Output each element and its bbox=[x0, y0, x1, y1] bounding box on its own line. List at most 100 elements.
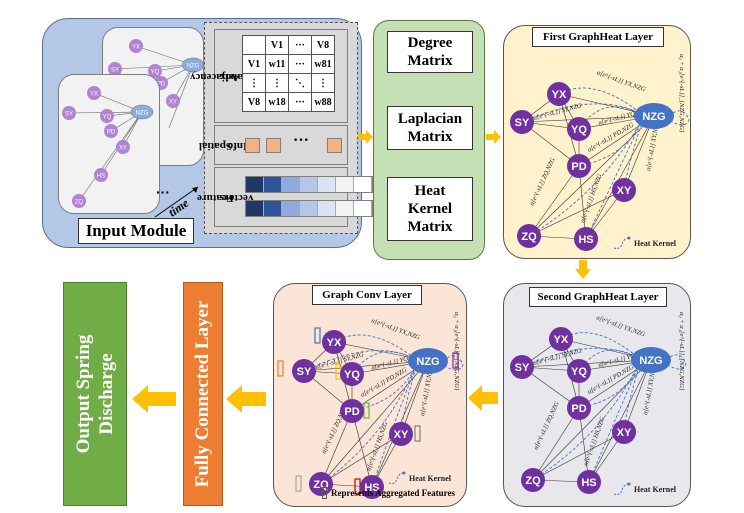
svg-text:XY: XY bbox=[169, 100, 177, 106]
node-nzg: NZG bbox=[631, 347, 671, 373]
node-label: SY bbox=[297, 366, 312, 378]
second-graphheat-layer: Second GraphHeat Layer α[e^{-sL}] YX,NZG… bbox=[503, 283, 691, 507]
svg-text:PD: PD bbox=[157, 82, 166, 88]
node-label: SY bbox=[515, 362, 530, 374]
edge-xy-zq bbox=[528, 189, 625, 237]
heat-kernel-legend-dot bbox=[627, 482, 631, 486]
aggregated-feature-nzg bbox=[452, 352, 459, 369]
heat-kernel-legend-icon bbox=[388, 472, 405, 484]
node-xy: XY bbox=[389, 422, 413, 446]
node-label: PD bbox=[571, 403, 586, 415]
feature-cell bbox=[354, 177, 372, 192]
node-label: NZG bbox=[642, 111, 665, 123]
feature-cell bbox=[318, 177, 336, 192]
node-label: YQ bbox=[571, 124, 587, 136]
heat-kernel-legend-text: Heat Kernel bbox=[634, 485, 677, 494]
input-module-label: Input Module bbox=[78, 218, 194, 244]
edge-hs-nzg bbox=[585, 115, 655, 240]
edge-pd-hs bbox=[351, 410, 373, 488]
node-yx: YX bbox=[549, 327, 573, 351]
feature-cell bbox=[300, 177, 318, 192]
node-label: PD bbox=[344, 406, 359, 418]
snapshot-node-nzg: NZG bbox=[181, 57, 205, 73]
node-label: XY bbox=[394, 429, 409, 441]
time-ellipsis: ··· bbox=[156, 184, 170, 200]
snapshot-node-hs: HS bbox=[94, 168, 108, 182]
node-label: YX bbox=[327, 337, 342, 349]
snapshot-node-yq: YQ bbox=[148, 64, 162, 78]
self-kernel-formula-label: α₀ + α₁[e^{-sL}]_{NZG,NZG} bbox=[678, 312, 685, 391]
aggregated-features-legend: Represents Aggregated Features bbox=[322, 487, 455, 499]
feature-cell bbox=[282, 201, 300, 216]
edge-sy-pd bbox=[521, 121, 580, 167]
heat-kernel-legend-dot bbox=[627, 236, 631, 240]
node-label: XY bbox=[617, 185, 632, 197]
spatial-square bbox=[266, 138, 281, 153]
edge-pd-hs bbox=[578, 407, 590, 483]
feature-cell bbox=[282, 177, 300, 192]
heat-kernel-zq bbox=[532, 359, 642, 481]
self-kernel-formula-label: α₀ + α₁[e^{-sL}]_{NZG,NZG} bbox=[678, 54, 685, 133]
feature-vector bbox=[245, 176, 373, 193]
svg-text:NZG: NZG bbox=[187, 64, 200, 70]
feature-cell bbox=[246, 177, 264, 192]
heat-kernel-legend: Heat Kernel bbox=[388, 471, 452, 484]
heat-kernel-zq bbox=[528, 115, 645, 237]
node-nzg: NZG bbox=[634, 103, 674, 129]
node-label: YX bbox=[552, 89, 567, 101]
aggregated-feature-bars bbox=[277, 327, 459, 495]
aggregated-feature-yx bbox=[314, 327, 321, 344]
edge-pd-zq bbox=[532, 407, 580, 481]
node-yq: YQ bbox=[567, 117, 591, 141]
adjacency-row: ⋮⋮⋱⋮ bbox=[242, 73, 335, 93]
node-label: YQ bbox=[571, 366, 587, 378]
heat-kernel-sy bbox=[303, 350, 419, 372]
node-yq: YQ bbox=[567, 359, 591, 383]
conv-layer-title: Graph Conv Layer bbox=[312, 285, 422, 305]
node-zq: ZQ bbox=[309, 472, 333, 496]
snapshot-node-yx: YX bbox=[87, 86, 101, 100]
self-kernel-formula-label: α₀ + α₁[e^{-sL}]_{NZG,NZG} bbox=[453, 312, 460, 391]
node-hs: HS bbox=[574, 227, 598, 251]
edge-sy-nzg bbox=[521, 115, 655, 123]
snapshot-node-sy: SY bbox=[62, 106, 76, 120]
time-arrow-line bbox=[154, 186, 199, 218]
svg-text:ZQ: ZQ bbox=[75, 200, 84, 206]
svg-text:SY: SY bbox=[65, 112, 73, 118]
svg-text:HS: HS bbox=[97, 174, 105, 180]
feature-cell bbox=[336, 201, 354, 216]
aggregated-feature-legend-icon bbox=[322, 487, 327, 499]
node-label: NZG bbox=[416, 356, 439, 368]
node-label: ZQ bbox=[521, 231, 537, 243]
node-zq: ZQ bbox=[517, 224, 541, 248]
heat-kernel-legend: Heat Kernel bbox=[613, 482, 677, 495]
feature-cell bbox=[354, 201, 372, 216]
node-xy: XY bbox=[612, 420, 636, 444]
node-label: YX bbox=[554, 334, 569, 346]
aggregated-feature-sy bbox=[277, 360, 284, 377]
arrow-input-to-matrices bbox=[358, 130, 373, 144]
node-sy: SY bbox=[292, 359, 316, 383]
node-label: XY bbox=[617, 427, 632, 439]
snapshot-node-yx: YX bbox=[129, 39, 143, 53]
time-arrow-head bbox=[192, 187, 198, 193]
arrow-first-to-second-layer bbox=[575, 260, 591, 279]
kernel-formula-label: α[e^{-sL}] YX,NZG bbox=[595, 314, 646, 338]
svg-text:YQ: YQ bbox=[151, 70, 160, 76]
heat-kernel-legend: Heat Kernel bbox=[613, 236, 677, 249]
svg-text:SY: SY bbox=[111, 68, 119, 74]
spatial-square bbox=[327, 138, 342, 153]
svg-text:PD: PD bbox=[107, 130, 116, 136]
adjacency-row: V1···V8 bbox=[242, 35, 335, 55]
feature-vector bbox=[245, 200, 373, 217]
snapshot-node-pd: PD bbox=[104, 124, 118, 138]
